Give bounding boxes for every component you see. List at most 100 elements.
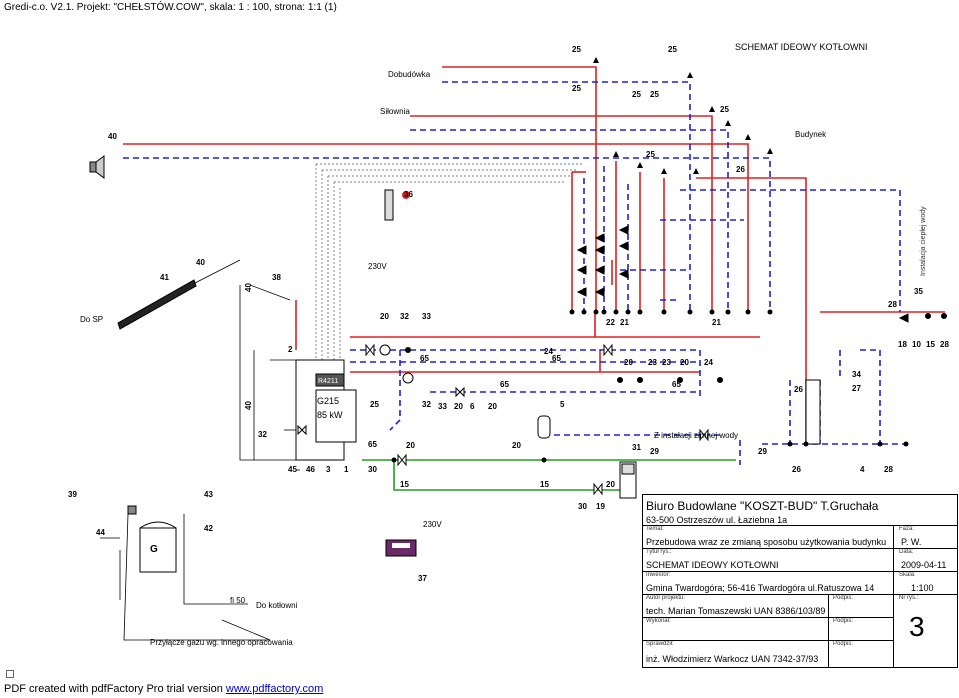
corner-marker bbox=[6, 670, 14, 678]
autor-label: Autor projektu: bbox=[646, 595, 686, 601]
num: 26 bbox=[736, 165, 745, 174]
num: 20 bbox=[488, 402, 497, 411]
num: 2 bbox=[288, 345, 293, 354]
skala-label: Skala: bbox=[899, 572, 916, 578]
gas-meter bbox=[127, 505, 177, 573]
solar-collector bbox=[117, 279, 197, 330]
num: 42 bbox=[204, 524, 213, 533]
green-lines bbox=[362, 459, 736, 491]
num: 28 bbox=[888, 300, 897, 309]
num: 15 bbox=[400, 480, 409, 489]
num: 65 bbox=[368, 440, 377, 449]
num: 44 bbox=[96, 528, 105, 537]
num: 25 bbox=[668, 45, 677, 54]
pdf-footer: PDF created with pdfFactory Pro trial ve… bbox=[4, 683, 323, 695]
skala-value: 1:100 bbox=[911, 583, 934, 593]
num: 23 bbox=[662, 358, 671, 367]
num: 15 bbox=[926, 340, 935, 349]
num: 24 bbox=[544, 347, 553, 356]
num: 30 bbox=[368, 465, 377, 474]
num: 15 bbox=[540, 480, 549, 489]
label-230v-bottom: 230V bbox=[423, 520, 442, 529]
num: 25 bbox=[370, 400, 379, 409]
num: 40 bbox=[108, 132, 117, 141]
num: 45 bbox=[288, 465, 297, 474]
num: 30 bbox=[578, 502, 587, 511]
blue-return-lines bbox=[123, 81, 906, 465]
num: 21 bbox=[620, 318, 629, 327]
num: 25 bbox=[720, 105, 729, 114]
num: 10 bbox=[912, 340, 921, 349]
sprawdzil-value: inż. Włodzimierz Warkocz UAN 7342-37/93 bbox=[646, 654, 819, 664]
sprawdzil-label: Sprawdził: bbox=[646, 641, 674, 647]
controller-37 bbox=[385, 539, 417, 557]
num: 33 bbox=[422, 312, 431, 321]
num: 20 bbox=[606, 480, 615, 489]
num: 25 bbox=[572, 45, 581, 54]
num: 22 bbox=[606, 318, 615, 327]
num: 25 bbox=[572, 84, 581, 93]
boiler-model: G215 bbox=[317, 396, 340, 406]
num: 20 bbox=[380, 312, 389, 321]
pdffactory-link[interactable]: www.pdffactory.com bbox=[225, 683, 324, 695]
dhw-exchanger bbox=[805, 379, 821, 445]
budynek-supply bbox=[123, 143, 749, 312]
num: 40 bbox=[196, 258, 205, 267]
num: 20 bbox=[454, 402, 463, 411]
num: 25 bbox=[650, 90, 659, 99]
num: 20 bbox=[624, 358, 633, 367]
hot-water-tank bbox=[619, 461, 637, 499]
nrrys-label: Nr rys.: bbox=[899, 595, 919, 601]
num: 32 bbox=[258, 430, 267, 439]
firm-name: Biuro Budowlane "KOSZT-BUD" T.Gruchała bbox=[646, 499, 879, 513]
num: 20 bbox=[406, 441, 415, 450]
num: 38 bbox=[272, 273, 281, 282]
faza-label: Faza: bbox=[899, 526, 915, 532]
tank-36 bbox=[384, 189, 410, 221]
silownia-return bbox=[410, 129, 729, 312]
num: 34 bbox=[852, 370, 861, 379]
pdf-header: Gredi-c.o. V2.1. Projekt: "CHEŁSTÓW.COW"… bbox=[4, 2, 337, 13]
num: 65 bbox=[500, 380, 509, 389]
boiler-r-label: R4211 bbox=[318, 378, 339, 385]
num: 65 bbox=[420, 354, 429, 363]
flue-lines bbox=[315, 163, 584, 372]
num: 23 bbox=[648, 358, 657, 367]
num: 29 bbox=[650, 447, 659, 456]
num: 40 bbox=[244, 283, 253, 292]
num: 41 bbox=[160, 273, 169, 282]
label-dobudowka: Dobudówka bbox=[388, 70, 431, 79]
num: 29 bbox=[758, 447, 767, 456]
gas-meter-g: G bbox=[150, 544, 158, 555]
dobudowka-return bbox=[442, 81, 691, 312]
num: 28 bbox=[940, 340, 949, 349]
num: 32 bbox=[400, 312, 409, 321]
temat-label: Temat: bbox=[646, 526, 665, 532]
num: 26 bbox=[794, 385, 803, 394]
dobudowka-supply bbox=[442, 66, 597, 312]
valves bbox=[297, 343, 709, 496]
wykonal-label: Wykonał: bbox=[646, 618, 671, 624]
flow-arrows bbox=[593, 57, 773, 174]
footer-prefix: PDF created with pdfFactory Pro trial ve… bbox=[4, 683, 226, 695]
num: 37 bbox=[418, 574, 427, 583]
num: 26 bbox=[792, 465, 801, 474]
red-supply-lines bbox=[123, 66, 945, 444]
num: 4 bbox=[860, 465, 865, 474]
pump-group bbox=[576, 225, 909, 323]
nrrys-value: 3 bbox=[909, 611, 925, 642]
num: 43 bbox=[204, 490, 213, 499]
tytul-label: Tytuł rys.: bbox=[646, 549, 672, 555]
data-value: 2009-04-11 bbox=[901, 560, 947, 570]
label-przylacze: Przyłącze gazu wg. innego opracowania bbox=[150, 638, 293, 647]
inwestor-value: Gmina Twardogóra; 56-416 Twardogóra ul.R… bbox=[646, 583, 875, 593]
num: 32 bbox=[422, 400, 431, 409]
num: 31 bbox=[632, 443, 641, 452]
silownia-supply bbox=[410, 115, 713, 312]
num: 5 bbox=[560, 400, 565, 409]
diagram-title: SCHEMAT IDEOWY KOTŁOWNI bbox=[735, 42, 868, 52]
podpis1-label: Podpis: bbox=[833, 595, 854, 601]
loudspeaker-icon bbox=[89, 155, 105, 179]
num: 3 bbox=[326, 465, 331, 474]
